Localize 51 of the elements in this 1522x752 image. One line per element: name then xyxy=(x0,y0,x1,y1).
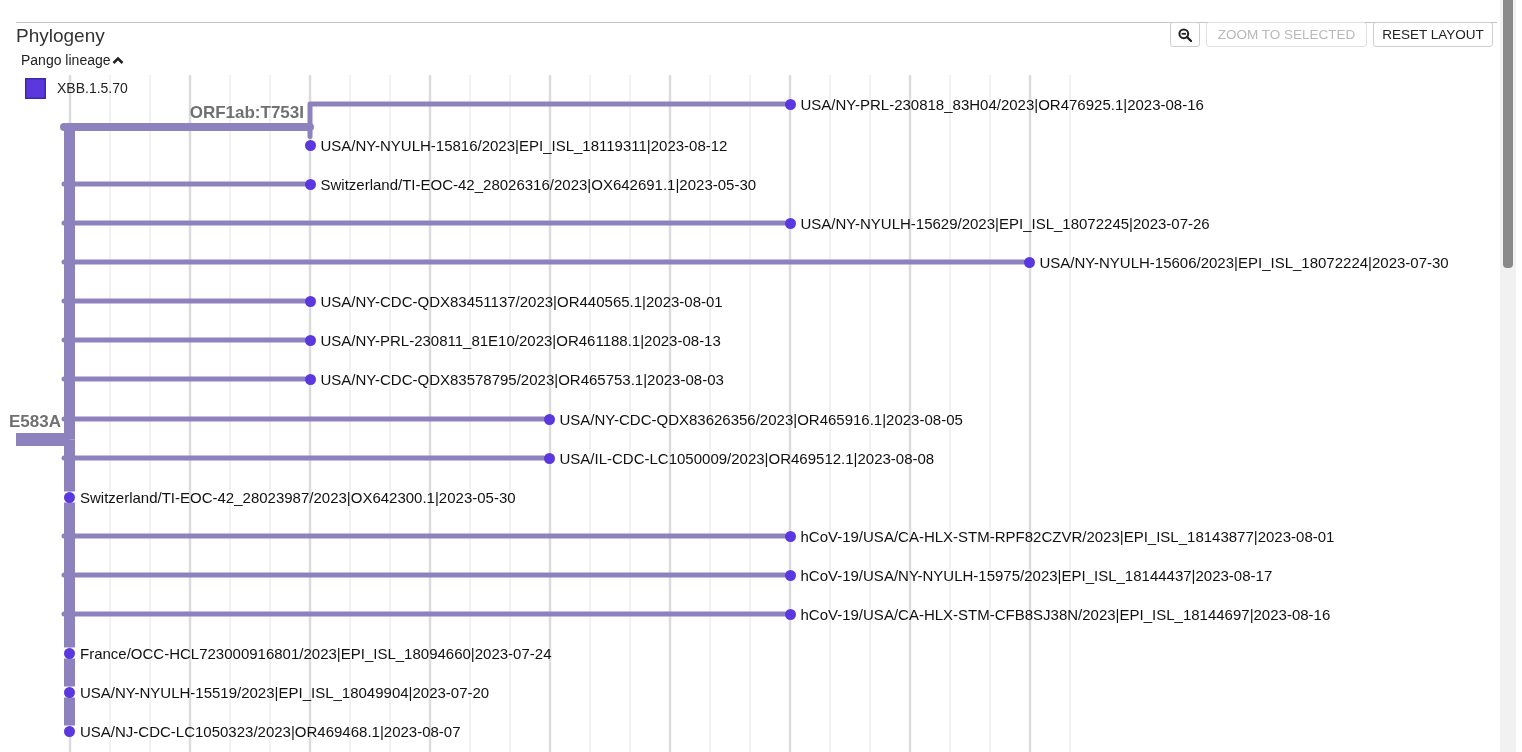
panel-title: Phylogeny xyxy=(16,25,105,47)
legend-label: XBB.1.5.70 xyxy=(57,79,128,97)
tree-trunk-line xyxy=(64,223,75,262)
branch-line xyxy=(61,181,307,187)
branch-line xyxy=(61,611,787,617)
tree-trunk-line xyxy=(64,575,75,614)
sequence-label: Switzerland/TI-EOC-42_28026316/2023|OX642691.1|2023-05-30 xyxy=(320,175,757,193)
sequence-label: USA/NY-PRL-230818_83H04/2023|OR476925.1|2023-08-16 xyxy=(800,95,1204,113)
tree-trunk-line xyxy=(64,658,75,687)
tree-trunk-line xyxy=(64,379,75,419)
branch-line xyxy=(61,376,307,382)
sequence-label: hCoV-19/USA/CA-HLX-STM-CFB8SJ38N/2023|EPI_ISL_18144697|2023-08-16 xyxy=(800,605,1331,623)
branch-line xyxy=(61,259,1026,265)
tree-trunk-line xyxy=(64,502,75,536)
tree-trunk-line xyxy=(64,340,75,379)
sequence-label: USA/NY-NYULH-15629/2023|EPI_ISL_18072245|2023-07-26 xyxy=(800,214,1210,232)
tree-trunk-line xyxy=(64,536,75,575)
sequence-label: hCoV-19/USA/CA-HLX-STM-RPF82CZVR/2023|EPI_ISL_18143877|2023-08-01 xyxy=(800,527,1335,545)
tree-trunk-line xyxy=(64,184,75,223)
sequence-label: USA/NY-PRL-230811_81E10/2023|OR461188.1|2023-08-13 xyxy=(320,331,721,349)
sequence-label: USA/NY-CDC-QDX83626356/2023|OR465916.1|2023-08-05 xyxy=(559,410,963,428)
tree-trunk-line xyxy=(64,262,75,301)
legend-heading: Pango lineage xyxy=(21,52,111,69)
sequence-label: USA/NJ-CDC-LC1050323/2023|OR469468.1|2023-08-07 xyxy=(80,722,461,740)
branch-line xyxy=(61,416,546,422)
tree-trunk-line xyxy=(64,439,75,458)
sequence-label: USA/NY-NYULH-15606/2023|EPI_ISL_18072224|2023-07-30 xyxy=(1039,253,1449,271)
tree-trunk-line xyxy=(64,697,75,726)
sequence-label: France/OCC-HCL723000916801/2023|EPI_ISL_18094660|2023-07-24 xyxy=(80,644,552,662)
sequence-label: USA/NY-CDC-QDX83578795/2023|OR465753.1|2023-08-03 xyxy=(320,370,724,388)
branch-line xyxy=(61,220,787,226)
branch-line xyxy=(61,298,307,304)
tree-trunk-line xyxy=(64,458,75,492)
reset-layout-button: RESET LAYOUT xyxy=(1373,22,1493,47)
mutation-label: ORF1ab:T753I xyxy=(189,103,304,122)
sequence-label: USA/NY-CDC-QDX83451137/2023|OR440565.1|2023-08-01 xyxy=(320,292,723,310)
branch-line xyxy=(61,455,546,461)
sequence-label: USA/NY-NYULH-15816/2023|EPI_ISL_18119311|2023-08-12 xyxy=(320,136,728,154)
sequence-label: hCoV-19/USA/NY-NYULH-15975/2023|EPI_ISL_18144437|2023-08-17 xyxy=(800,566,1273,584)
sequence-label: Switzerland/TI-EOC-42_28023987/2023|OX642300.1|2023-05-30 xyxy=(80,488,516,506)
branch-line xyxy=(61,533,787,539)
zoom-to-selected-button: ZOOM TO SELECTED xyxy=(1206,22,1367,47)
sequence-label: USA/NY-NYULH-15519/2023|EPI_ISL_18049904|2023-07-20 xyxy=(80,683,490,701)
mutation-label: E583A xyxy=(9,412,61,431)
tree-trunk-line xyxy=(64,614,75,648)
branch-line xyxy=(61,337,307,343)
tree-trunk-line xyxy=(64,301,75,340)
branch-line xyxy=(61,572,787,578)
tree-trunk-line xyxy=(64,419,75,440)
sequence-label: USA/IL-CDC-LC1050009/2023|OR469512.1|2023-08-08 xyxy=(559,449,935,467)
branch-line xyxy=(60,123,314,131)
